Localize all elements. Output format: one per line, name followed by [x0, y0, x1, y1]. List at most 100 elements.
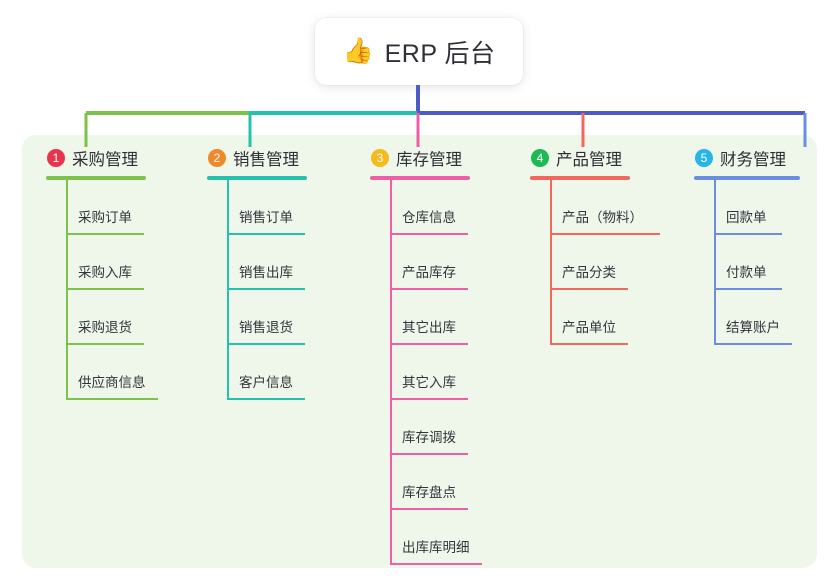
leaf-item-rule	[550, 343, 628, 345]
leaf-item-rule	[390, 508, 468, 510]
column-title: 销售管理	[233, 151, 299, 169]
column-header-rule	[46, 176, 146, 180]
column-4: 4 产品管理产品（物料） 产品分类产品单位	[530, 146, 660, 345]
leaf-item[interactable]: 销售出库	[207, 235, 307, 290]
column-items: 产品（物料） 产品分类产品单位	[530, 180, 660, 345]
leaf-item[interactable]: 采购入库	[46, 235, 146, 290]
thumbs-up-icon: 👍	[342, 37, 374, 65]
leaf-item-rule	[714, 288, 782, 290]
column-header-5[interactable]: 5 财务管理	[694, 146, 800, 170]
column-header-4[interactable]: 4 产品管理	[530, 146, 630, 170]
leaf-item-label: 采购订单	[78, 210, 132, 225]
leaf-item-label: 其它入库	[402, 375, 456, 390]
leaf-item[interactable]: 销售退货	[207, 290, 307, 345]
leaf-item[interactable]: 其它出库	[370, 290, 470, 345]
leaf-item-label: 产品（物料）	[562, 210, 643, 225]
leaf-item-label: 库存调拨	[402, 430, 456, 445]
leaf-item-label: 销售出库	[239, 265, 293, 280]
leaf-item-label: 供应商信息	[78, 375, 146, 390]
leaf-item-rule	[390, 453, 468, 455]
leaf-item[interactable]: 产品库存	[370, 235, 470, 290]
leaf-item-label: 产品单位	[562, 320, 616, 335]
leaf-item-rule	[550, 233, 660, 235]
root-node-card[interactable]: 👍 ERP 后台	[315, 18, 523, 85]
column-title: 采购管理	[72, 151, 138, 169]
leaf-item-rule	[227, 233, 305, 235]
leaf-item[interactable]: 产品单位	[530, 290, 630, 345]
leaf-item-label: 其它出库	[402, 320, 456, 335]
leaf-item-rule	[66, 233, 144, 235]
column-spine	[227, 180, 229, 400]
column-spine	[66, 180, 68, 400]
leaf-item-rule	[66, 343, 144, 345]
column-number-badge: 5	[695, 149, 713, 167]
leaf-item-rule	[66, 398, 158, 400]
column-1: 1 采购管理采购订单采购入库采购退货供应商信息	[46, 146, 158, 400]
leaf-item[interactable]: 库存盘点	[370, 455, 470, 510]
leaf-item[interactable]: 供应商信息	[46, 345, 158, 400]
leaf-item-label: 销售订单	[239, 210, 293, 225]
column-spine	[550, 180, 552, 345]
column-number-badge: 2	[208, 149, 226, 167]
leaf-item[interactable]: 其它入库	[370, 345, 470, 400]
column-number-badge: 4	[531, 149, 549, 167]
leaf-item-label: 付款单	[726, 265, 767, 280]
column-spine	[714, 180, 716, 345]
leaf-item-label: 库存盘点	[402, 485, 456, 500]
column-header-rule	[370, 176, 470, 180]
leaf-item-label: 仓库信息	[402, 210, 456, 225]
column-header-rule	[207, 176, 307, 180]
column-number-badge: 1	[47, 149, 65, 167]
column-5: 5 财务管理回款单付款单结算账户	[694, 146, 800, 345]
leaf-item-rule	[390, 343, 468, 345]
column-header-3[interactable]: 3 库存管理	[370, 146, 470, 170]
column-items: 采购订单采购入库采购退货供应商信息	[46, 180, 158, 400]
column-items: 仓库信息产品库存其它出库其它入库库存调拨库存盘点出库库明细	[370, 180, 482, 565]
leaf-item-label: 采购入库	[78, 265, 132, 280]
leaf-item-rule	[714, 343, 792, 345]
content-panel	[22, 135, 817, 568]
column-header-1[interactable]: 1 采购管理	[46, 146, 146, 170]
column-header-rule	[530, 176, 630, 180]
leaf-item[interactable]: 销售订单	[207, 180, 307, 235]
leaf-item-rule	[227, 288, 305, 290]
leaf-item-label: 结算账户	[726, 320, 780, 335]
leaf-item[interactable]: 出库库明细	[370, 510, 482, 565]
leaf-item-rule	[227, 398, 305, 400]
leaf-item-rule	[390, 288, 468, 290]
column-items: 销售订单销售出库销售退货客户信息	[207, 180, 307, 400]
column-header-rule	[694, 176, 800, 180]
column-title: 库存管理	[396, 151, 462, 169]
leaf-item[interactable]: 付款单	[694, 235, 800, 290]
leaf-item-rule	[66, 288, 144, 290]
leaf-item[interactable]: 采购退货	[46, 290, 146, 345]
leaf-item[interactable]: 库存调拨	[370, 400, 470, 455]
leaf-item[interactable]: 仓库信息	[370, 180, 470, 235]
leaf-item-label: 产品分类	[562, 265, 616, 280]
leaf-item[interactable]: 回款单	[694, 180, 800, 235]
leaf-item-rule	[227, 343, 305, 345]
leaf-item[interactable]: 采购订单	[46, 180, 146, 235]
leaf-item-label: 销售退货	[239, 320, 293, 335]
leaf-item-label: 采购退货	[78, 320, 132, 335]
column-header-2[interactable]: 2 销售管理	[207, 146, 307, 170]
leaf-item-rule	[390, 233, 468, 235]
leaf-item-label: 回款单	[726, 210, 767, 225]
column-title: 产品管理	[556, 151, 622, 169]
leaf-item[interactable]: 客户信息	[207, 345, 307, 400]
leaf-item[interactable]: 产品（物料）	[530, 180, 660, 235]
leaf-item-rule	[714, 233, 782, 235]
leaf-item-label: 客户信息	[239, 375, 293, 390]
column-title: 财务管理	[720, 151, 786, 169]
column-spine	[390, 180, 392, 565]
leaf-item[interactable]: 产品分类	[530, 235, 630, 290]
leaf-item-rule	[390, 563, 482, 565]
column-2: 2 销售管理销售订单销售出库销售退货客户信息	[207, 146, 307, 400]
leaf-item[interactable]: 结算账户	[694, 290, 800, 345]
leaf-item-rule	[390, 398, 468, 400]
column-number-badge: 3	[371, 149, 389, 167]
root-node-title: ERP 后台	[384, 39, 496, 68]
leaf-item-label: 出库库明细	[402, 540, 470, 555]
column-items: 回款单付款单结算账户	[694, 180, 800, 345]
